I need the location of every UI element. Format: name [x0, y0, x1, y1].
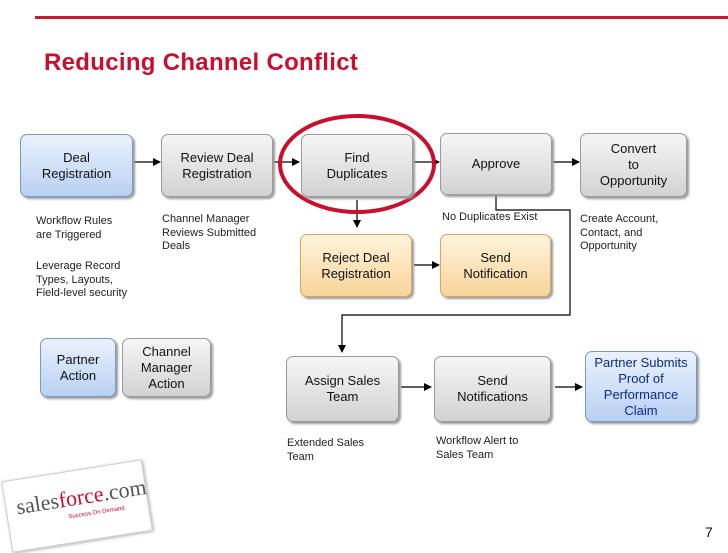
page-number: 7	[705, 524, 713, 540]
page-title: Reducing Channel Conflict	[44, 49, 359, 76]
partner-action-legend: Partner Action	[40, 338, 116, 397]
approve-box: Approve	[440, 133, 552, 195]
workflow-alert-note: Workflow Alert to Sales Team	[436, 435, 519, 461]
deal-registration-box: Deal Registration	[20, 134, 133, 197]
title-rule	[35, 16, 728, 19]
leverage-record-note: Leverage Record Types, Layouts, Field-le…	[36, 260, 128, 299]
extended-sales-note: Extended Sales Team	[287, 437, 365, 463]
arrow-approve-to-assign	[338, 195, 571, 353]
find-duplicates-highlight	[278, 114, 436, 214]
assign-sales-team-box: Assign Sales Team	[286, 356, 399, 422]
workflow-rules-note: Workflow Rules are Triggered	[36, 215, 113, 241]
create-account-note: Create Account, Contact, and Opportunity	[580, 213, 659, 252]
send-notifications-box: Send Notifications	[434, 356, 551, 422]
send-notification-box: Send Notification	[440, 234, 551, 297]
review-deal-box: Review Deal Registration	[161, 134, 273, 197]
partner-submits-box: Partner Submits Proof of Performance Cla…	[585, 351, 697, 422]
reject-deal-box: Reject Deal Registration	[300, 234, 412, 297]
channel-manager-action-legend: Channel Manager Action	[122, 338, 211, 397]
no-duplicates-note: No Duplicates Exist	[442, 211, 538, 223]
channel-manager-reviews-note: Channel Manager Reviews Submitted Deals	[162, 213, 257, 252]
find-duplicates-box: Find Duplicates	[301, 134, 413, 197]
convert-opportunity-box: Convert to Opportunity	[580, 133, 687, 197]
